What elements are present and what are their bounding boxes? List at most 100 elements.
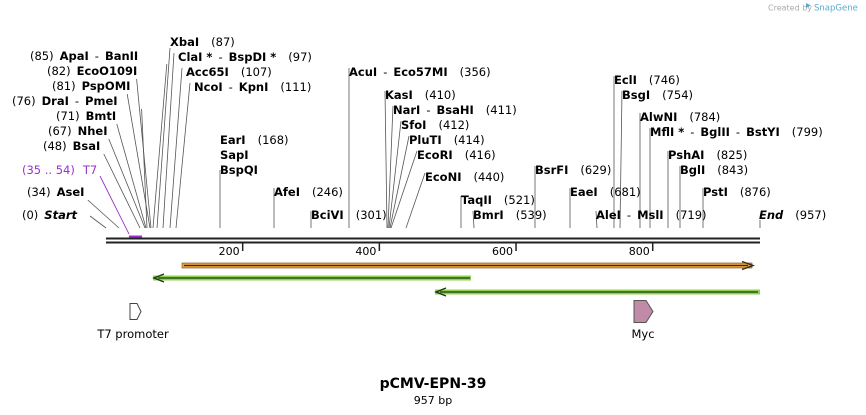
site-label-acui: AcuI-Eco57MI(356)	[349, 65, 491, 79]
site-name: MflI *	[650, 125, 684, 139]
site-label-nhei: (67) NheI	[48, 124, 108, 138]
site-name: Start	[44, 208, 77, 222]
myc-arrow-icon	[633, 300, 654, 323]
site-position: (85)	[30, 49, 54, 63]
site-position: (301)	[356, 208, 387, 222]
watermark-brand: SnapGene	[814, 4, 858, 14]
site-name: EarI	[220, 133, 246, 147]
site-line-nhei	[108, 138, 146, 229]
site-label-acc65i: Acc65I (107)	[186, 65, 272, 79]
site-name: NarI	[393, 103, 420, 117]
site-label-kasi: KasI(410)	[385, 88, 456, 102]
site-line-bmti	[116, 123, 147, 229]
site-name: AleI	[596, 208, 621, 222]
site-position: (784)	[689, 110, 720, 124]
t7-promoter-arrow-icon	[129, 303, 142, 320]
site-name: EcoRI	[417, 148, 453, 162]
site-position: (76)	[12, 94, 36, 108]
site-name: BciVI	[311, 208, 344, 222]
site-position: (440)	[473, 170, 504, 184]
site-name: BspQI	[220, 163, 258, 177]
site-label-alwni: AlwNI(784)	[640, 110, 720, 124]
site-name: NheI	[78, 124, 108, 138]
site-label-eco0109i: (82)EcoO109I	[47, 64, 137, 78]
site-name: AseI	[57, 185, 85, 199]
site-name: PmeI	[85, 94, 118, 108]
site-label-sfoi: SfoI(412)	[401, 118, 469, 132]
site-name: BspDI *	[229, 50, 277, 64]
site-position: (411)	[486, 103, 517, 117]
site-labels: (0)Start(34)AseI(48)BsaI(67)NheI(71)BmtI…	[12, 35, 826, 222]
site-label-bgli: BglI(843)	[680, 163, 748, 177]
myc-feature: Myc	[631, 300, 655, 341]
site-name: PshAI	[668, 148, 704, 162]
site-line-nari	[387, 105, 394, 229]
site-name: BsaHI	[437, 103, 474, 117]
site-name: XbaI	[170, 35, 199, 49]
site-line-bsai	[103, 153, 141, 229]
site-name: PluTI	[409, 133, 442, 147]
site-position: (82)	[47, 64, 71, 78]
t7-promoter-label: T7 promoter	[96, 327, 169, 341]
site-name: SapI	[220, 148, 249, 162]
site-position: (111)	[280, 80, 311, 94]
site-name: Acc65I	[186, 65, 229, 79]
site-label-bsai: (48)BsaI	[43, 139, 100, 153]
plasmid-size: 957 bp	[414, 394, 452, 407]
site-label-alei: AleI-MslI(719)	[596, 208, 707, 222]
snapgene-logo-icon	[806, 3, 811, 8]
site-position: (629)	[580, 163, 611, 177]
site-position: (825)	[716, 148, 747, 162]
site-line-econi	[405, 172, 426, 229]
site-line-clai	[162, 52, 175, 229]
site-position: (876)	[740, 185, 771, 199]
site-name: ApaI	[60, 49, 89, 63]
site-label-bmri: BmrI(539)	[473, 208, 547, 222]
site-position: (539)	[516, 208, 547, 222]
site-position: (107)	[241, 65, 272, 79]
site-label-bmti: (71)BmtI	[56, 109, 116, 123]
ruler-tick-label: 200	[219, 245, 240, 258]
site-label-psti: PstI (876)	[703, 185, 771, 199]
site-name: NcoI	[194, 80, 223, 94]
site-label-econi: EcoNI (440)	[425, 170, 504, 184]
site-line-asei	[87, 199, 120, 229]
site-line-pspomi	[126, 93, 151, 229]
site-name: BglI	[680, 163, 705, 177]
site-label-clai: ClaI *-BspDI *(97)	[178, 50, 312, 64]
site-name: BglII	[700, 125, 730, 139]
watermark-text: Created by	[768, 4, 812, 13]
site-name: EclI	[614, 73, 637, 87]
site-position: (81)	[52, 79, 76, 93]
site-position: (67)	[48, 124, 72, 138]
site-line-xbai	[156, 47, 171, 229]
site-name: BsrFI	[535, 163, 568, 177]
site-position: (754)	[662, 88, 693, 102]
site-label-ecli: EclI (746)	[614, 73, 680, 87]
site-position: (246)	[312, 185, 343, 199]
orf-forward	[181, 260, 756, 271]
site-line-bsgi	[619, 90, 623, 229]
site-label-bcivi: BciVI (301)	[311, 208, 387, 222]
site-position: (746)	[649, 73, 680, 87]
site-label-xbai: XbaI(87)	[170, 35, 235, 49]
site-name: EcoNI	[425, 170, 461, 184]
site-label-mlfi: MflI *-BglII-BstYI(799)	[650, 125, 823, 139]
ruler-tick-label: 400	[355, 245, 376, 258]
site-name: Eco57MI	[393, 65, 447, 79]
site-position: (799)	[792, 125, 823, 139]
site-label-pspomi: (81)PspOMI	[52, 79, 130, 93]
site-label-taqii: TaqII(521)	[461, 193, 535, 207]
site-name: BstYI	[746, 125, 780, 139]
t7-promoter-feature: T7 promoter	[96, 303, 169, 341]
site-position: (681)	[610, 185, 641, 199]
site-label-ecori: EcoRI(416)	[417, 148, 496, 162]
site-line-ecori	[390, 150, 418, 229]
ruler-tick-label: 600	[492, 245, 513, 258]
site-name: TaqII	[461, 193, 492, 207]
site-line-sfoi	[388, 120, 402, 229]
site-name: PstI	[703, 185, 728, 199]
orf-reverse-1	[152, 273, 471, 283]
site-line-bmri	[472, 210, 475, 229]
